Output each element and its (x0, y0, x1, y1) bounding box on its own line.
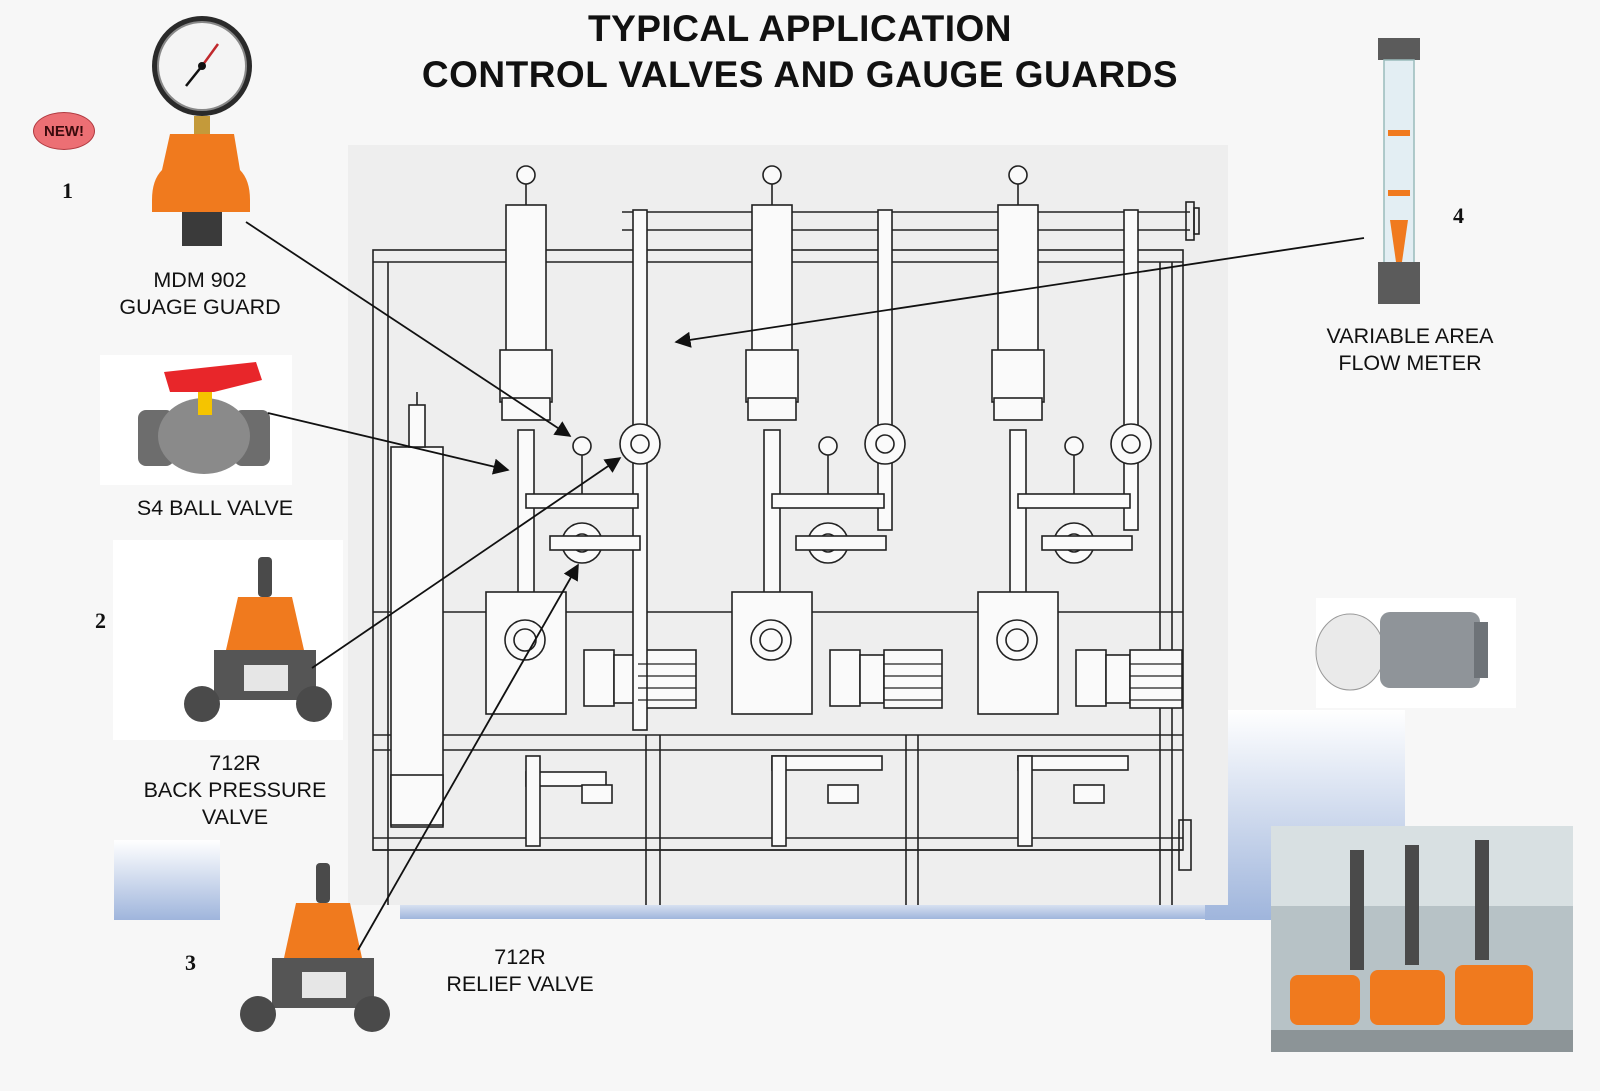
tank-column (390, 392, 444, 828)
relief-valve-model: 712R (494, 945, 546, 969)
flow-meter-line-2: FLOW METER (1338, 351, 1482, 375)
relief-valve-name: RELIEF VALVE (446, 972, 594, 996)
flow-meter-line-1: VARIABLE AREA (1326, 324, 1494, 348)
page-title-line-2: CONTROL VALVES AND GAUGE GUARDS (421, 54, 1179, 95)
ball-valve-photo (100, 355, 292, 485)
callout-arrows (245, 221, 1365, 951)
installation-photo (1271, 826, 1573, 1052)
header-pipe (622, 201, 1200, 241)
ball-valve-label: S4 BALL VALVE (136, 496, 294, 520)
item-number-1: 1 (62, 178, 73, 203)
page-title-line-1: TYPICAL APPLICATION (587, 8, 1013, 49)
pump-unit-3 (977, 165, 1183, 847)
back-pressure-name: BACK PRESSURE (143, 778, 327, 802)
gauge-guard-model: MDM 902 (153, 268, 247, 292)
item-number-3: 3 (185, 950, 196, 975)
relief-valve-photo (240, 863, 390, 1032)
motor-fins (638, 663, 1182, 701)
pump-motor-photo (1315, 598, 1516, 708)
blue-band-left (114, 840, 220, 920)
pump-unit-1 (485, 165, 697, 847)
back-pressure-label: 712R BACK PRESSURE VALVE (125, 750, 345, 831)
back-pressure-model: 712R (209, 751, 261, 775)
gauge-guard-photo (152, 16, 252, 246)
flow-meter-label: VARIABLE AREA FLOW METER (1300, 323, 1520, 377)
back-pressure-name-2: VALVE (201, 805, 269, 829)
back-pressure-valve-photo (113, 540, 343, 740)
new-badge: NEW! (33, 112, 95, 150)
gauge-guard-name: GUAGE GUARD (119, 295, 281, 319)
item-number-4: 4 (1453, 203, 1464, 228)
gauge-guard-label: MDM 902 GUAGE GUARD (100, 267, 300, 321)
flow-meter-photo (1378, 38, 1420, 304)
item-number-2: 2 (95, 608, 106, 633)
pump-unit-2 (731, 165, 943, 847)
relief-valve-label: 712R RELIEF VALVE (420, 944, 620, 998)
